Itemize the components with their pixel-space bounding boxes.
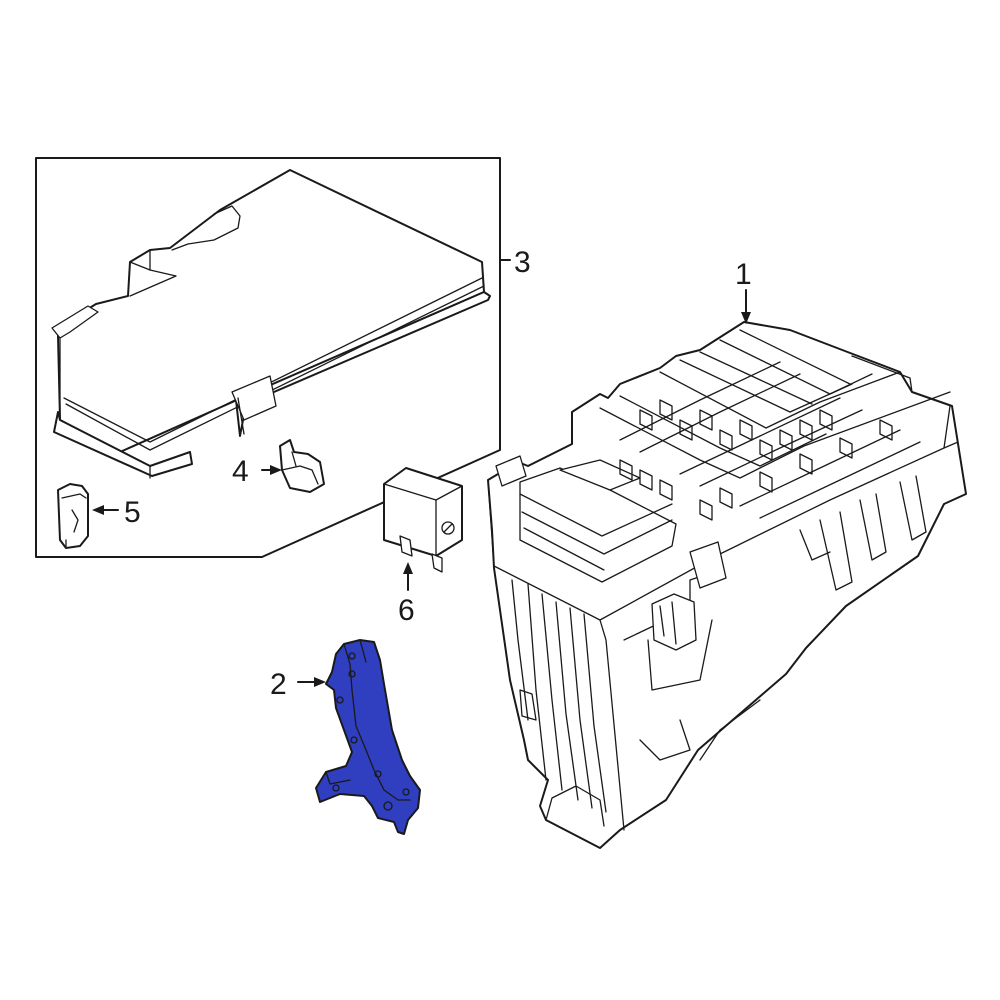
callout-4: 4 xyxy=(232,455,249,488)
clip-part[interactable] xyxy=(279,439,325,493)
leader-4 xyxy=(261,465,282,475)
leader-6 xyxy=(403,562,413,591)
leader-1 xyxy=(741,289,751,324)
callout-5: 5 xyxy=(124,496,141,529)
leader-2 xyxy=(297,677,326,687)
callout-3: 3 xyxy=(514,246,531,279)
fuse-part[interactable] xyxy=(57,483,89,549)
leader-5 xyxy=(92,505,119,515)
callout-2: 2 xyxy=(270,668,287,701)
cover-kit-frame xyxy=(35,157,501,558)
callout-1: 1 xyxy=(735,258,752,291)
fuse-box-cover[interactable] xyxy=(51,169,491,479)
fuse-box-body[interactable] xyxy=(487,321,967,849)
bracket-fill xyxy=(315,639,421,835)
bracket-part[interactable] xyxy=(315,639,421,835)
callout-6: 6 xyxy=(398,594,415,627)
relay-part[interactable] xyxy=(383,467,463,573)
